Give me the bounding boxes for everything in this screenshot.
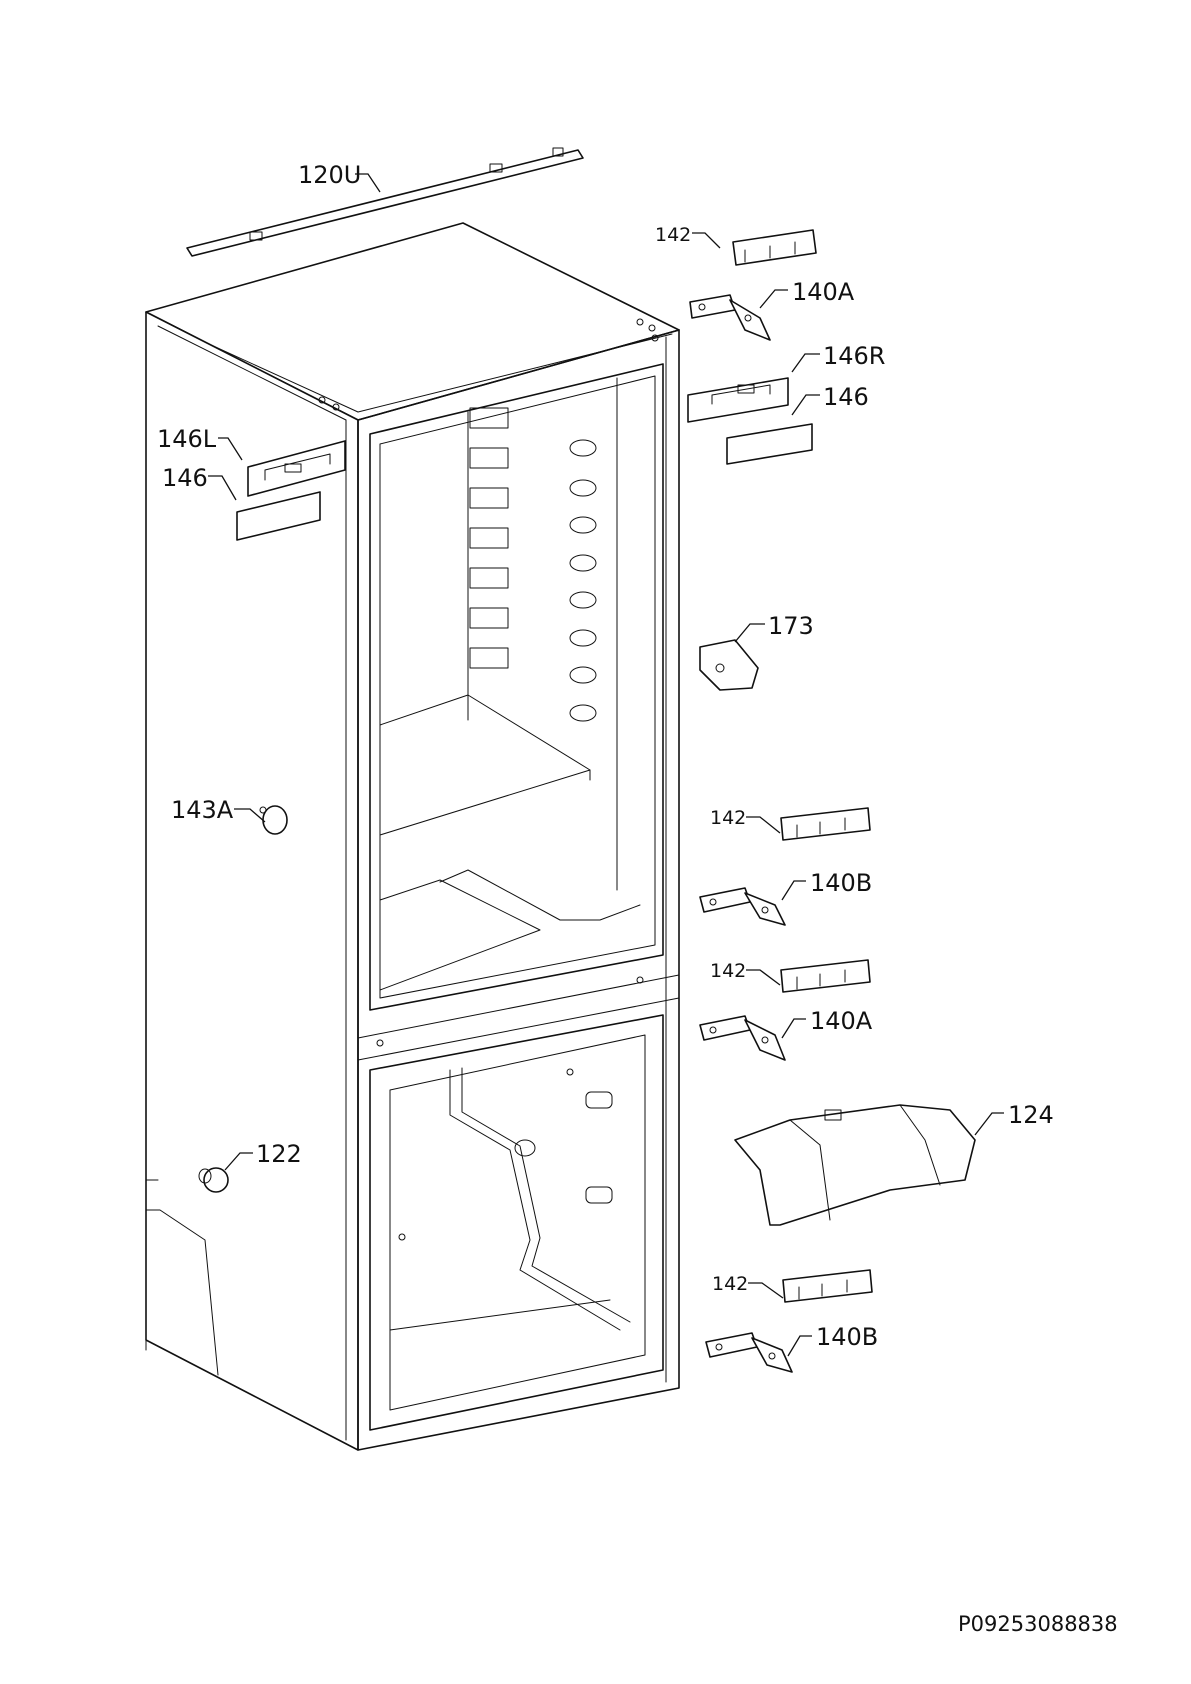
- plate-left-part: [236, 491, 321, 541]
- cover-124-part: [734, 1104, 976, 1226]
- label-140a-mid: 140A: [810, 1007, 873, 1035]
- shelf-supports-left: [469, 407, 509, 669]
- label-142-top: 142: [655, 224, 691, 246]
- leader-lines: [208, 173, 1004, 1357]
- hinge-mid-b-part: [699, 887, 786, 926]
- freezer-compartment: [369, 1014, 664, 1431]
- label-146-left: 146: [162, 464, 208, 492]
- hinge-top-part: [689, 294, 771, 341]
- label-146l: 146L: [157, 425, 217, 453]
- label-122: 122: [256, 1140, 302, 1168]
- cover-right-part: [687, 377, 789, 423]
- fridge-compartment: [357, 363, 680, 1061]
- label-140b-mid: 140B: [810, 869, 872, 897]
- plate-right-part: [726, 423, 813, 465]
- label-173: 173: [768, 612, 814, 640]
- shim-mid1-part: [780, 807, 871, 841]
- label-124: 124: [1008, 1101, 1054, 1129]
- label-146r: 146R: [823, 342, 885, 370]
- shim-mid2-part: [780, 959, 871, 993]
- label-140a-top: 140A: [792, 278, 855, 306]
- shelf-supports-right: [569, 439, 597, 722]
- shim-bottom-part: [782, 1269, 873, 1303]
- handle-part: [699, 639, 759, 691]
- cabinet-body: [145, 222, 680, 1451]
- label-146-right: 146: [823, 383, 869, 411]
- part-labels: 120U 142 140A 146R 146 146L 146 173 143A…: [157, 161, 1054, 1351]
- label-142-mid1: 142: [710, 807, 746, 829]
- label-142-bottom: 142: [712, 1273, 748, 1295]
- hinge-bottom-part: [705, 1332, 793, 1373]
- shim-top-part: [732, 229, 817, 266]
- label-142-mid2: 142: [710, 960, 746, 982]
- hinge-mid-a-part: [699, 1015, 786, 1061]
- cover-left-part: [247, 440, 346, 497]
- top-bar-part: [186, 147, 584, 257]
- foot-part: [198, 1167, 229, 1193]
- drawing-code: P09253088838: [958, 1612, 1118, 1636]
- label-140b-bottom: 140B: [816, 1323, 878, 1351]
- label-143a: 143A: [171, 796, 234, 824]
- label-120u: 120U: [298, 161, 361, 189]
